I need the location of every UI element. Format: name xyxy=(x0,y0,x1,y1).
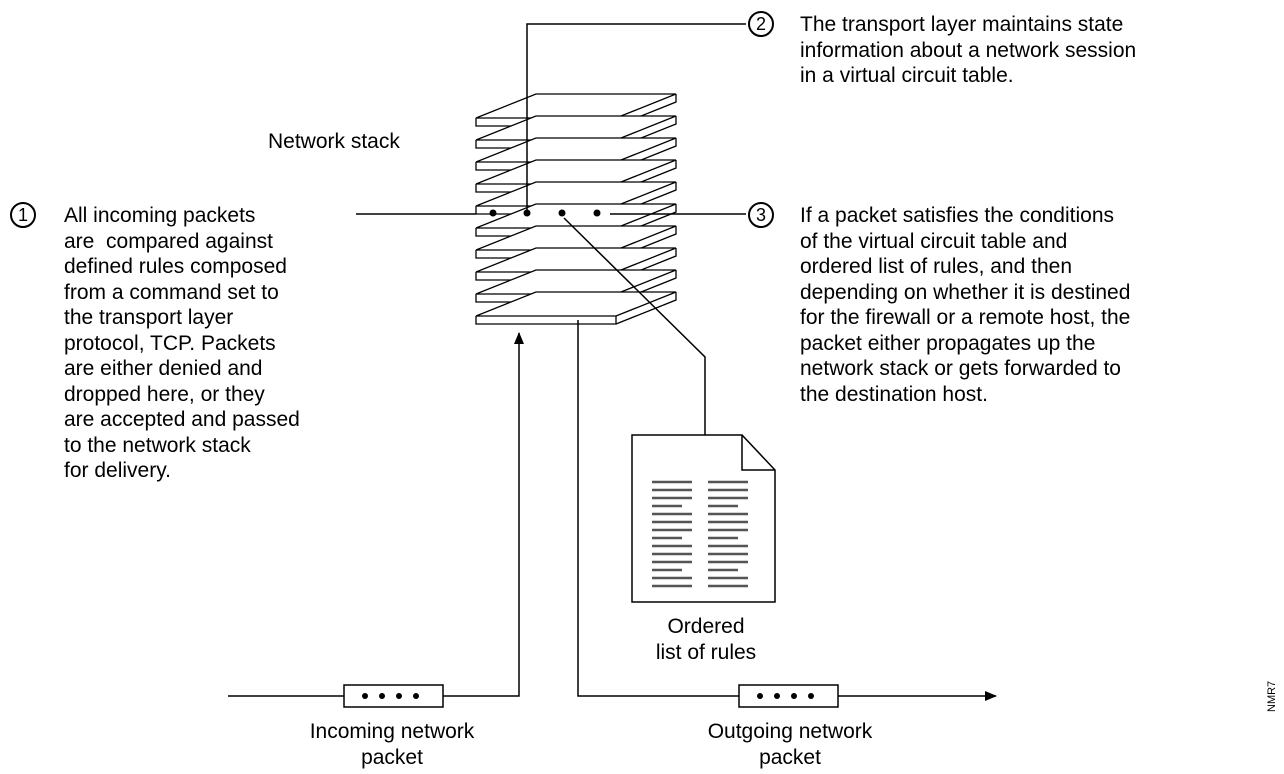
outgoing-packet-dots xyxy=(757,693,814,699)
rules-connector-line xyxy=(563,217,706,462)
stack-layer xyxy=(475,291,677,325)
network-stack-label: Network stack xyxy=(268,130,400,153)
callout-3-badge: 3 xyxy=(748,202,774,228)
virtual-circuit-dots xyxy=(489,209,601,217)
ordered-list-label: Ordered list of rules xyxy=(655,615,757,664)
figure-id-label: NMR7 xyxy=(1266,680,1278,712)
callout-1-text: All incoming packets are compared agains… xyxy=(64,204,300,482)
incoming-packet-box xyxy=(343,684,444,708)
incoming-arrow xyxy=(443,332,524,697)
callout-3-text: If a packet satisfies the conditions of … xyxy=(800,204,1131,406)
ordered-rules-document-icon xyxy=(631,434,776,603)
callout-2-badge: 2 xyxy=(748,11,774,37)
incoming-packet-dots xyxy=(362,693,419,699)
callout-2-text: The transport layer maintains state info… xyxy=(800,13,1137,87)
outgoing-wire xyxy=(577,320,739,697)
incoming-packet-label: Incoming network packet xyxy=(309,720,475,769)
outgoing-packet-box xyxy=(738,684,839,708)
network-stack-layers xyxy=(475,93,677,325)
outgoing-packet-label: Outgoing network packet xyxy=(707,720,873,769)
callout-1-badge: 1 xyxy=(10,202,36,228)
callout-2-leader xyxy=(526,23,746,212)
